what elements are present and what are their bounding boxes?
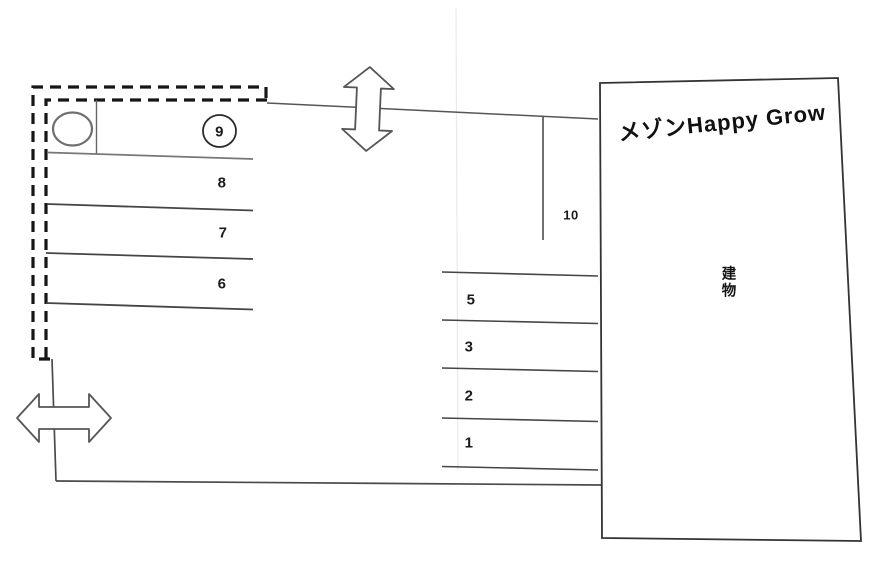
- building-label: 建物: [721, 266, 737, 299]
- dashed-boundary-outer: [31, 85, 268, 361]
- parking-space-label-5: 5: [466, 291, 476, 309]
- left-block-line-4: [45, 302, 254, 311]
- parking-space-label-6: 6: [217, 275, 227, 293]
- left-block-line-3: [45, 252, 254, 260]
- right-block-line-3: [441, 367, 599, 373]
- right-block-line-2: [441, 319, 599, 325]
- scan-fold-line: [455, 7, 459, 471]
- parking-space-label-9: 9: [215, 123, 224, 140]
- circle-highlight-icon: [202, 114, 237, 148]
- double-arrow-horizontal-icon: [16, 393, 112, 443]
- parking-space-label-1: 1: [464, 434, 474, 452]
- parking-space-label-8: 8: [217, 174, 227, 192]
- parking-space-label-10: 10: [563, 207, 579, 223]
- double-arrow-vertical-icon: [341, 66, 395, 152]
- bottom-boundary-line: [55, 480, 602, 486]
- right-block-line-4: [441, 417, 599, 423]
- left-block-line-1: [47, 151, 254, 160]
- top-boundary-line: [266, 102, 599, 120]
- building-outline: [599, 77, 862, 542]
- dashed-boundary-inner: [44, 98, 267, 358]
- oval-marker-icon: [51, 111, 94, 147]
- parking-space-label-3: 3: [464, 338, 474, 356]
- parking-space-label-2: 2: [464, 387, 474, 405]
- left-block-line-2: [46, 203, 254, 212]
- parking-space-label-7: 7: [218, 224, 228, 242]
- right-block-line-1: [441, 271, 599, 277]
- right-block-line-5: [441, 465, 599, 471]
